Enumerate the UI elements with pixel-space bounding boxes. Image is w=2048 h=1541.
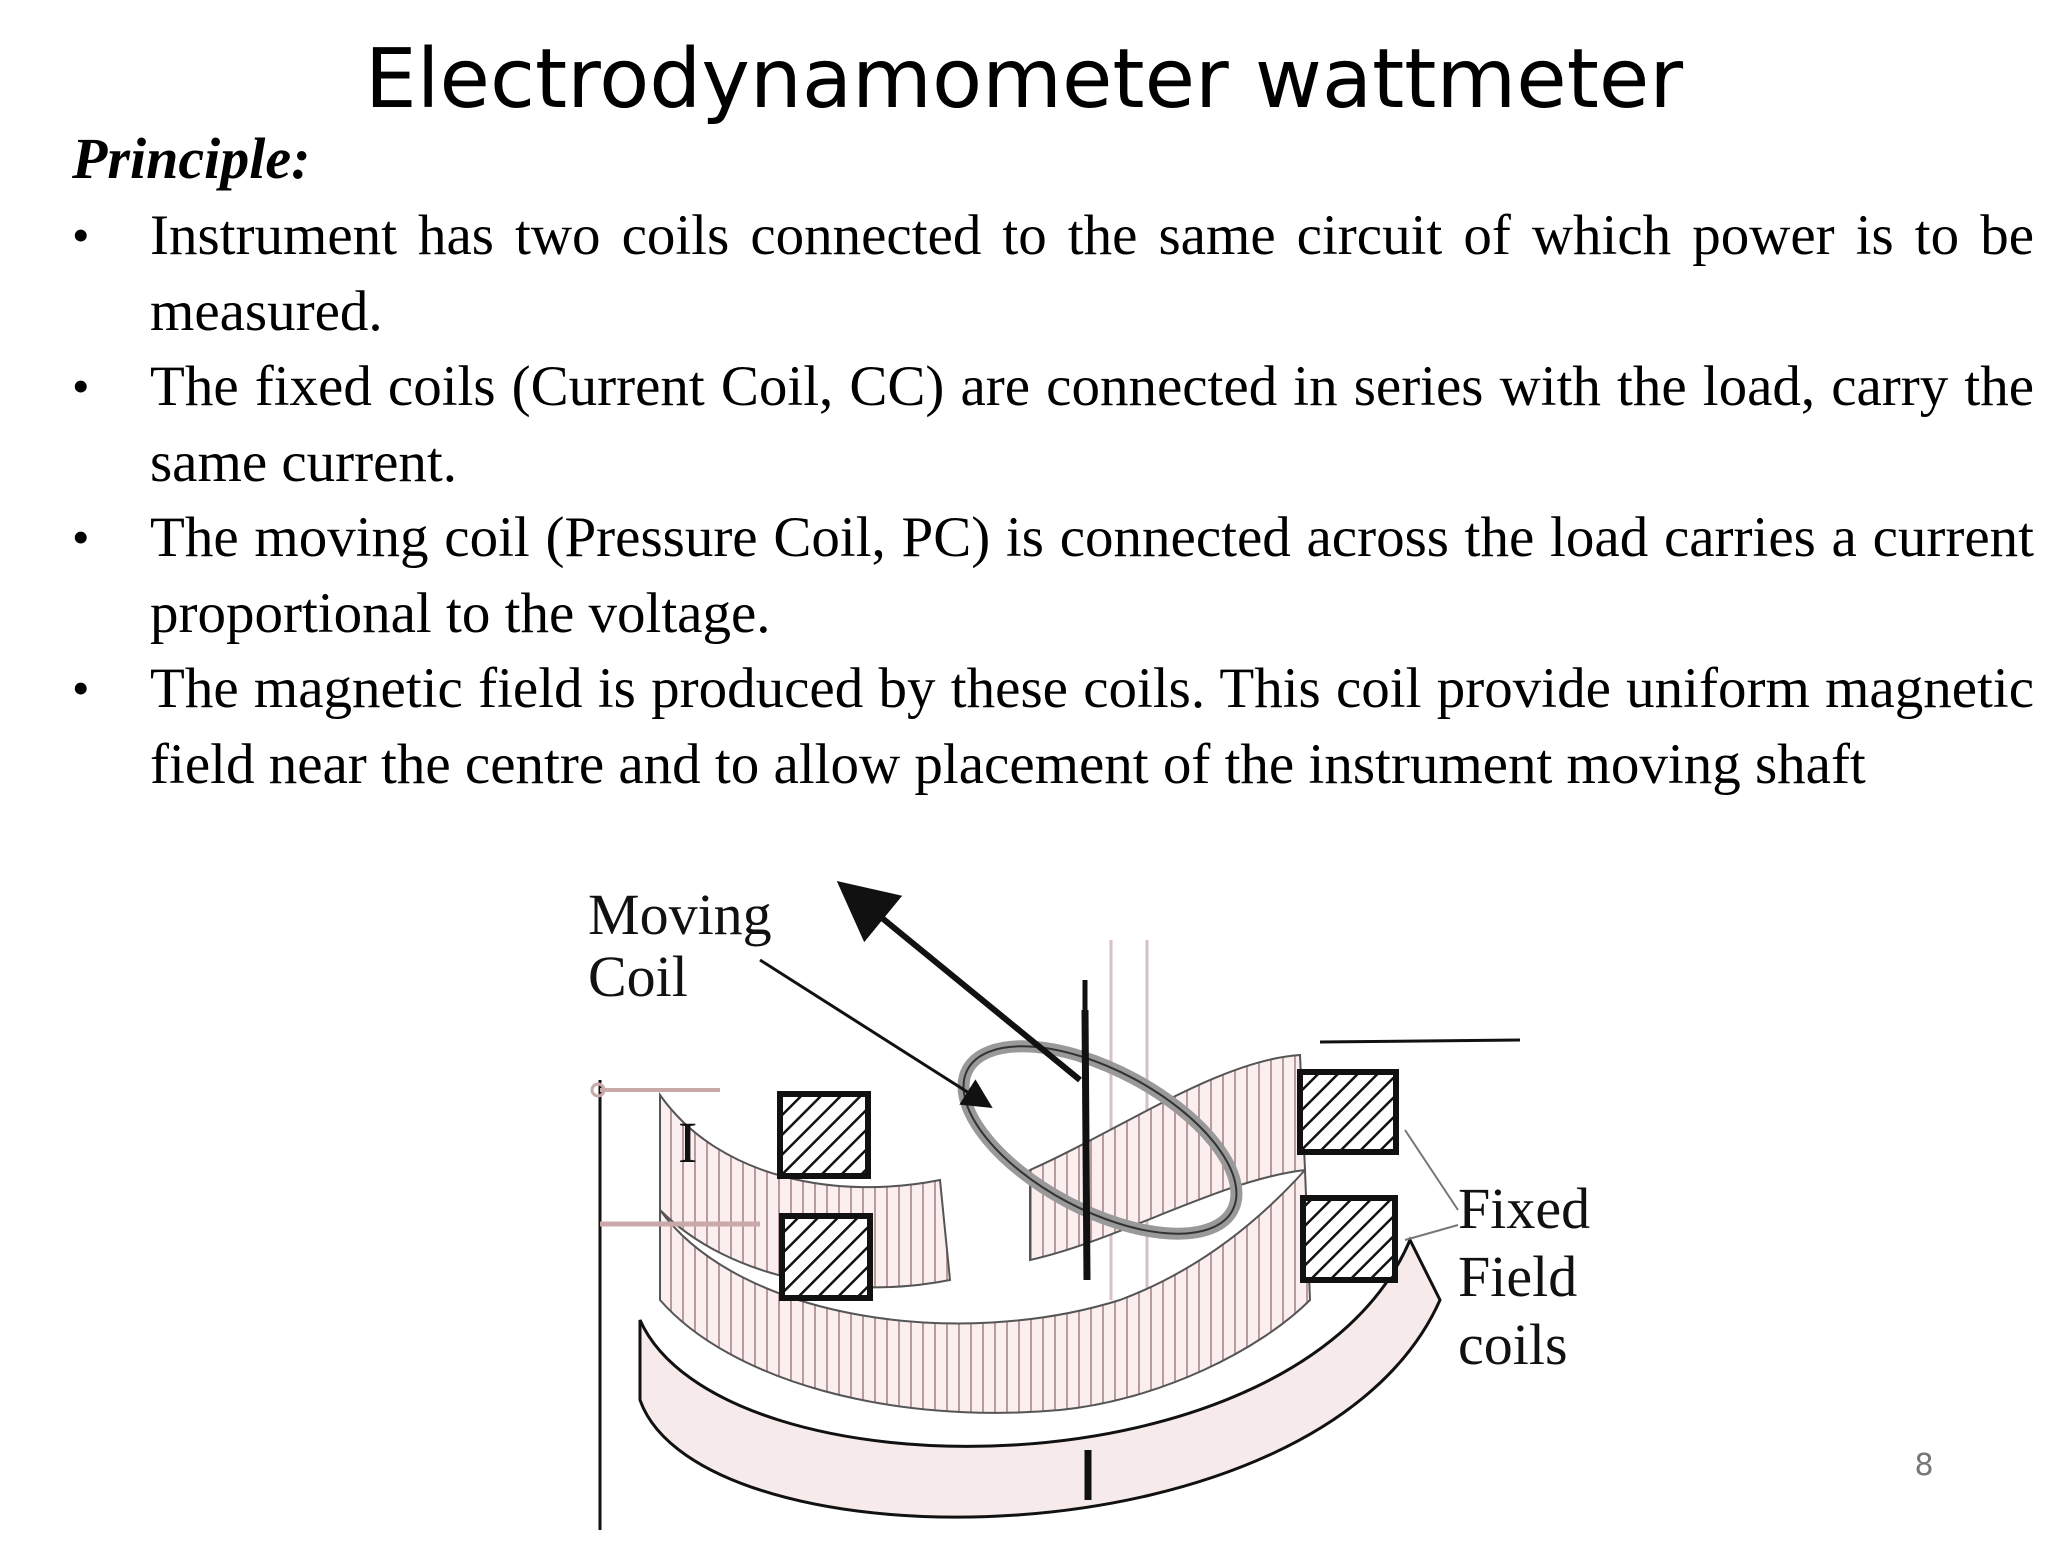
bullet-list: • Instrument has two coils connected to …	[72, 198, 2034, 802]
moving-coil-label: Moving	[588, 882, 772, 947]
bullet-icon: •	[72, 660, 90, 716]
bullet-icon: •	[72, 358, 90, 414]
moving-coil-leader	[759, 958, 993, 1109]
moving-coil-label: Coil	[588, 944, 688, 1009]
bullet-text: The magnetic field is produced by these …	[150, 657, 2034, 796]
lower-coil-body	[659, 1167, 1312, 1414]
fixed-field-coils-label: Field	[1458, 1244, 1578, 1309]
fixed-coil-section	[779, 1213, 873, 1301]
terminal-icon	[590, 1082, 606, 1098]
bullet-icon: •	[72, 207, 90, 263]
coil-base	[598, 1080, 1442, 1530]
coil-lead-wire	[1319, 1038, 1521, 1044]
bullet-text: Instrument has two coils connected to th…	[150, 204, 2034, 343]
fixed-coil-section	[1300, 1195, 1398, 1283]
fixed-coil-leader	[1404, 1129, 1459, 1211]
bullet-text: The fixed coils (Current Coil, CC) are c…	[150, 355, 2034, 494]
moving-shaft	[1081, 1009, 1091, 1281]
bullet-item: • The magnetic field is produced by thes…	[72, 651, 2034, 802]
wattmeter-diagram-drawing	[590, 881, 1521, 1530]
bullet-item: • The moving coil (Pressure Coil, PC) is…	[72, 500, 2034, 651]
moving-coil-ring-edge	[962, 1045, 1238, 1235]
bullet-text: The moving coil (Pressure Coil, PC) is c…	[150, 506, 2034, 645]
current-label: I	[678, 1110, 698, 1175]
pointer-arrow	[836, 881, 1082, 1083]
fixed-coil-leader	[1404, 1224, 1459, 1241]
slide-title: Electrodynamometer wattmeter	[364, 32, 1684, 127]
section-heading: Principle:	[72, 126, 311, 191]
fixed-field-coils-label: coils	[1458, 1312, 1568, 1377]
left-coil-body	[659, 1091, 952, 1289]
fixed-field-coils-label: Fixed	[1458, 1176, 1591, 1241]
fixed-coil-section	[1297, 1069, 1399, 1155]
bullet-icon: •	[72, 509, 90, 565]
page-number: 8	[1914, 1448, 1934, 1483]
bullet-item: • Instrument has two coils connected to …	[72, 198, 2034, 349]
wattmeter-diagram: Moving Coil I Fixed Field coils	[560, 880, 1660, 1536]
fixed-coil-section	[777, 1091, 871, 1179]
bullet-item: • The fixed coils (Current Coil, CC) are…	[72, 349, 2034, 500]
